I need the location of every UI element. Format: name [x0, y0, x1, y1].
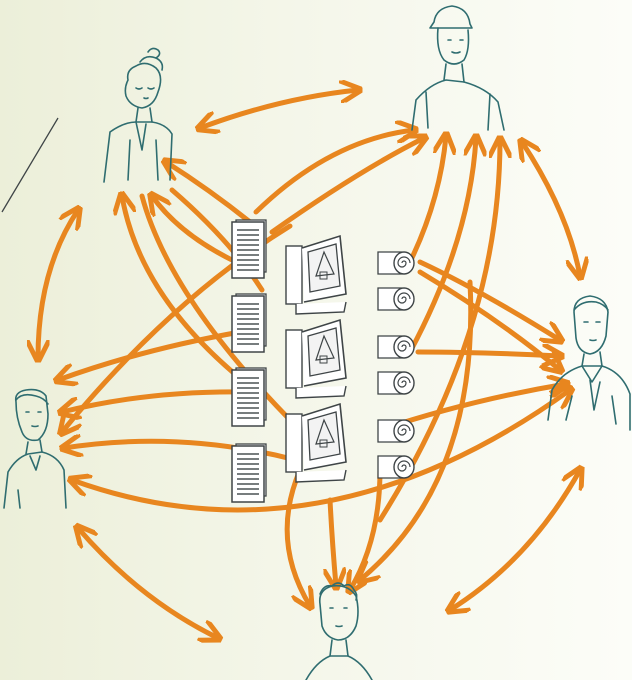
arrow-woman-man-left — [38, 210, 78, 358]
arrow-hub-manbottom-4 — [350, 467, 383, 590]
arrow-hub-businessman-1 — [417, 259, 560, 340]
arrow-woman-hub-5 — [169, 187, 265, 293]
arrow-hub-manleft-1 — [58, 329, 243, 380]
arrow-hub-woman-1 — [166, 162, 253, 225]
scroll-icon — [377, 371, 415, 395]
arrow-manleft-businessman — [72, 390, 570, 513]
arrow-woman-worker — [200, 90, 358, 128]
decorative-line — [1, 117, 59, 213]
person-icon — [305, 582, 373, 680]
arrow-hub-woman-2 — [152, 196, 239, 265]
document-stack-icon — [231, 293, 267, 353]
computer-icon — [285, 319, 347, 399]
arrow-hub-manbottom-1 — [330, 497, 336, 586]
scroll-icon — [377, 419, 415, 443]
computer-icon — [285, 403, 347, 483]
connection-arrows — [38, 90, 580, 638]
scroll-icon — [377, 455, 415, 479]
arrow-manleft-manbottom — [78, 528, 218, 638]
arrow-hub-woman-3 — [122, 196, 255, 391]
person-tie-icon — [547, 295, 631, 431]
arrow-hub-worker-3 — [407, 136, 446, 265]
person-icon — [3, 388, 67, 509]
document-stack-icon — [231, 443, 267, 503]
person-icon — [103, 47, 173, 183]
document-stack-icon — [231, 219, 267, 279]
arrow-hub-manbottom-2 — [284, 467, 310, 606]
arrow-worker-businessman — [522, 142, 580, 276]
arrow-hub-businessman-3 — [417, 269, 560, 370]
computer-icon — [285, 235, 347, 315]
arrow-hub-manleft-4 — [64, 441, 299, 463]
arrow-businessman-manbottom — [450, 470, 580, 610]
scroll-icon — [377, 251, 415, 275]
arrow-hub-worker-4 — [407, 138, 476, 355]
arrow-woman-hub-4 — [139, 193, 303, 433]
arrow-hub-worker-1 — [253, 130, 414, 215]
scroll-icon — [377, 335, 415, 359]
document-stack-icon — [231, 367, 267, 427]
arrow-hub-worker-2 — [269, 138, 424, 235]
hardhat-person-icon — [411, 5, 505, 131]
scroll-icon — [377, 287, 415, 311]
arrow-hub-manbottom-3 — [360, 279, 474, 580]
